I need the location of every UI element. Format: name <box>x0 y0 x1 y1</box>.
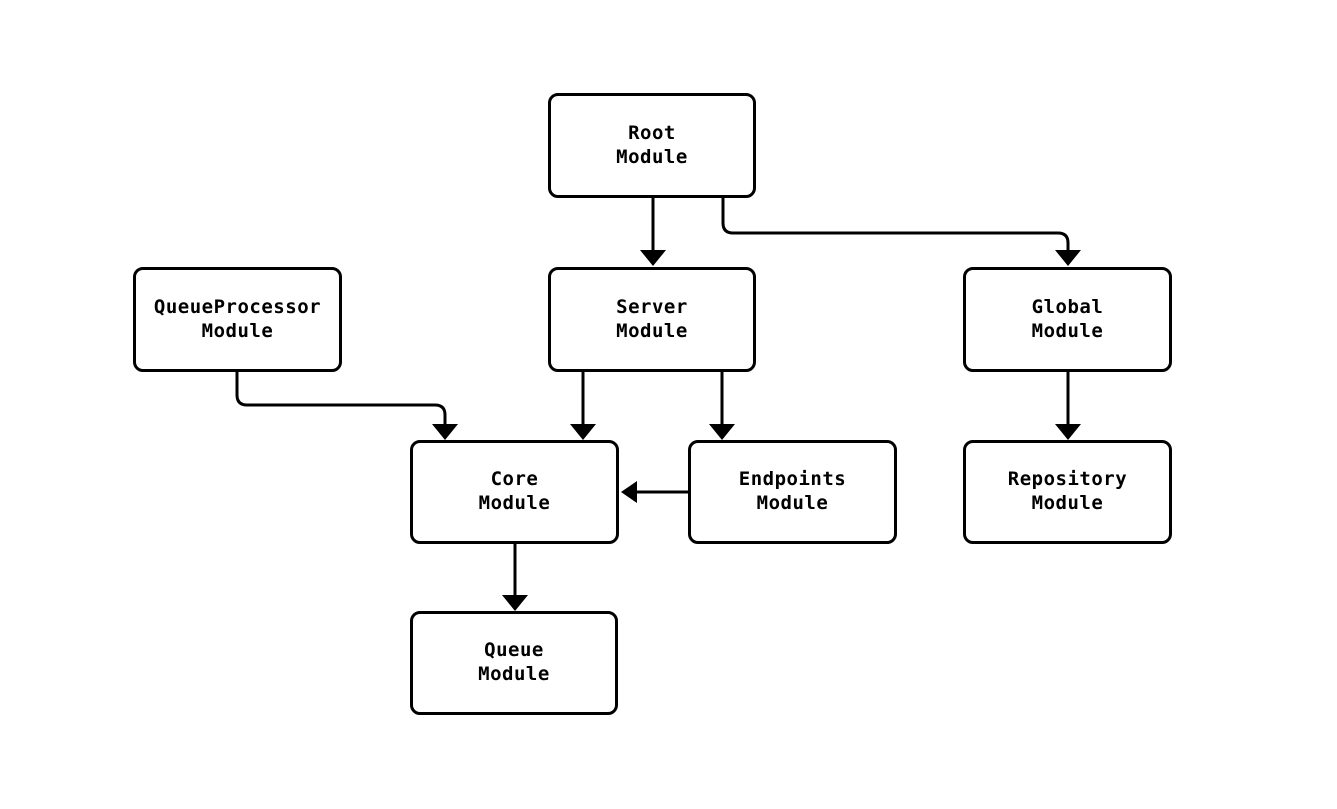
arrowhead-icon <box>1055 250 1081 266</box>
node-label-line2: Module <box>478 663 550 685</box>
arrowhead-icon <box>621 481 637 503</box>
arrowhead-icon <box>502 595 528 611</box>
node-label-line1: Repository <box>1007 468 1128 491</box>
node-label-line1: Queue <box>484 639 544 662</box>
edge-server-to-core <box>570 372 596 440</box>
node-label-line1: Endpoints <box>738 468 847 491</box>
node-label-line2: Module <box>1031 492 1104 514</box>
edge-root-to-server <box>640 198 666 266</box>
arrowhead-icon <box>1055 424 1081 440</box>
edge-endpoints-to-core <box>621 481 688 503</box>
edge-root-to-global <box>721 198 1081 266</box>
node-label-line2: Module <box>1031 319 1104 342</box>
node-label-line1: Global <box>1031 295 1104 318</box>
node-label-line2: Module <box>616 145 688 168</box>
edge-line <box>235 372 447 426</box>
node-label-line2: Module <box>756 492 829 514</box>
edge-line <box>721 198 1070 252</box>
node-label-line2: Module <box>616 319 688 342</box>
edge-server-to-endpoints <box>709 372 735 440</box>
arrowhead-icon <box>432 424 458 440</box>
node-label-line2: Module <box>201 319 274 342</box>
node-label-line1: Root <box>628 121 676 144</box>
arrowhead-icon <box>570 424 596 440</box>
arrowhead-icon <box>640 250 666 266</box>
arrowhead-icon <box>709 424 735 440</box>
node-label-line1: Server <box>616 295 688 318</box>
edge-queueprocessor-to-core <box>235 372 458 440</box>
edge-global-to-repository <box>1055 372 1081 440</box>
node-label-line1: QueueProcessor <box>153 295 322 318</box>
node-label-line1: Core <box>490 468 539 491</box>
node-label-line2: Module <box>478 492 551 514</box>
edge-core-to-queue <box>502 543 528 611</box>
